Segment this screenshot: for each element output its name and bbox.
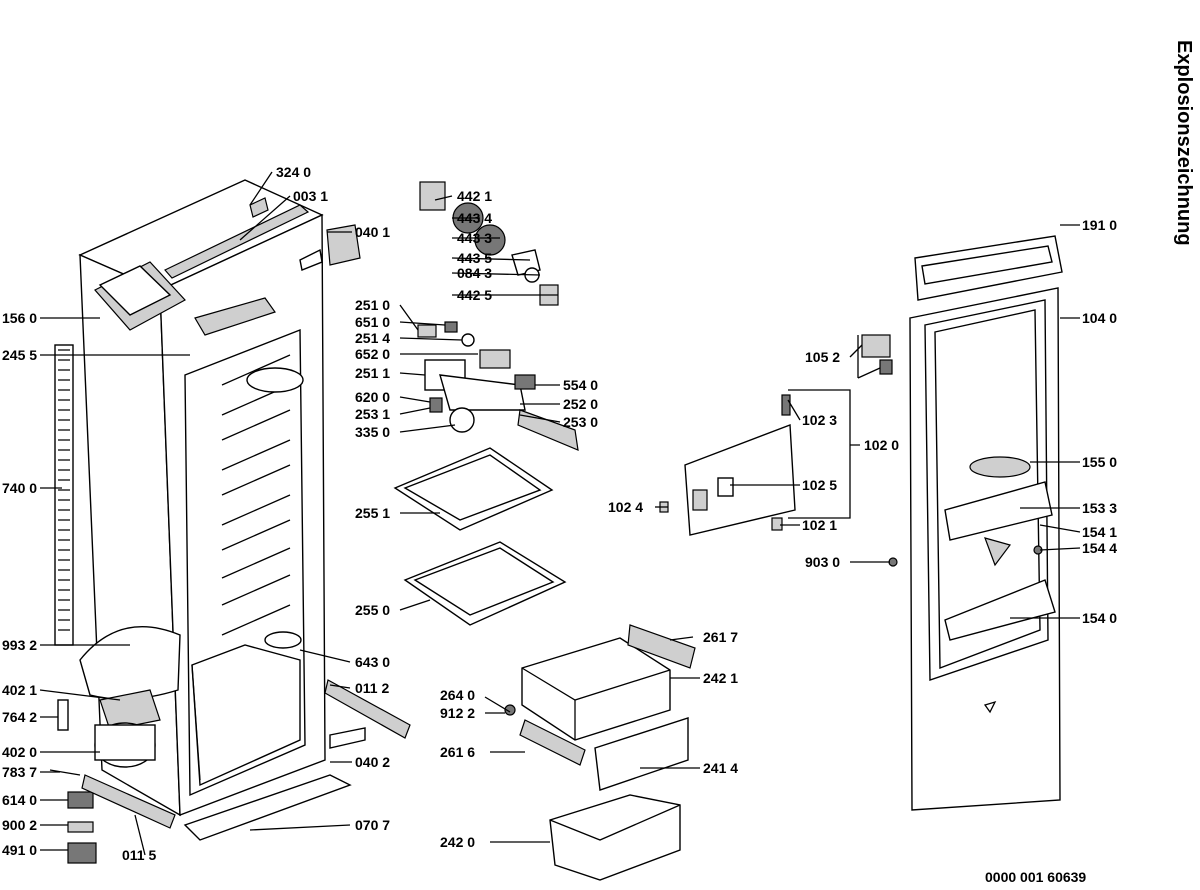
label-153-3: 153 3: [1082, 500, 1117, 516]
leader-lines: [39, 171, 1081, 856]
label-253-0: 253 0: [563, 414, 598, 430]
shelves: [393, 447, 567, 626]
condenser-740: [54, 344, 74, 646]
label-242-0: 242 0: [440, 834, 475, 850]
label-614-0: 614 0: [2, 792, 37, 808]
drawers: [504, 624, 696, 881]
label-102-1: 102 1: [802, 517, 837, 533]
label-255-0: 255 0: [355, 602, 390, 618]
label-443-3: 443 3: [457, 230, 492, 246]
label-102-4: 102 4: [608, 499, 643, 515]
label-252-0: 252 0: [563, 396, 598, 412]
label-491-0: 491 0: [2, 842, 37, 858]
label-040-1: 040 1: [355, 224, 390, 240]
label-105-2: 105 2: [805, 349, 840, 365]
label-104-0: 104 0: [1082, 310, 1117, 326]
label-643-0: 643 0: [355, 654, 390, 670]
label-912-2: 912 2: [440, 705, 475, 721]
label-261-6: 261 6: [440, 744, 475, 760]
label-442-1: 442 1: [457, 188, 492, 204]
label-003-1: 003 1: [293, 188, 328, 204]
label-154-4: 154 4: [1082, 540, 1117, 556]
label-102-3: 102 3: [802, 412, 837, 428]
label-740-0: 740 0: [2, 480, 37, 496]
label-554-0: 554 0: [563, 377, 598, 393]
label-443-4: 443 4: [457, 210, 492, 226]
top-small-parts: [249, 197, 361, 271]
fan-cluster: [417, 181, 579, 451]
label-652-0: 652 0: [355, 346, 390, 362]
main-door: [888, 235, 1063, 811]
label-251-0: 251 0: [355, 297, 390, 313]
label-900-2: 900 2: [2, 817, 37, 833]
label-324-0: 324 0: [276, 164, 311, 180]
label-402-1: 402 1: [2, 682, 37, 698]
label-154-1: 154 1: [1082, 524, 1117, 540]
label-764-2: 764 2: [2, 709, 37, 725]
label-011-5: 011 5: [122, 847, 156, 863]
label-993-2: 993 2: [2, 637, 37, 653]
label-154-0: 154 0: [1082, 610, 1117, 626]
label-253-1: 253 1: [355, 406, 390, 422]
label-241-4: 241 4: [703, 760, 738, 776]
label-040-2: 040 2: [355, 754, 390, 770]
label-903-0: 903 0: [805, 554, 840, 570]
bottom-parts: [183, 679, 411, 841]
label-011-2: 011 2: [355, 680, 389, 696]
label-070-7: 070 7: [355, 817, 390, 833]
label-443-5: 443 5: [457, 250, 492, 266]
label-191-0: 191 0: [1082, 217, 1117, 233]
label-442-5: 442 5: [457, 287, 492, 303]
label-156-0: 156 0: [2, 310, 37, 326]
label-264-0: 264 0: [440, 687, 475, 703]
label-102-0: 102 0: [864, 437, 899, 453]
label-261-7: 261 7: [703, 629, 738, 645]
label-402-0: 402 0: [2, 744, 37, 760]
label-651-0: 651 0: [355, 314, 390, 330]
label-620-0: 620 0: [355, 389, 390, 405]
diagram-title: Explosionszeichnung: [1173, 40, 1195, 246]
label-335-0: 335 0: [355, 424, 390, 440]
door-panel: [659, 334, 893, 536]
label-242-1: 242 1: [703, 670, 738, 686]
label-783-7: 783 7: [2, 764, 37, 780]
label-102-5: 102 5: [802, 477, 837, 493]
label-255-1: 255 1: [355, 505, 390, 521]
label-084-3: 084 3: [457, 265, 492, 281]
label-155-0: 155 0: [1082, 454, 1117, 470]
document-number: 0000 001 60639: [985, 869, 1086, 885]
label-245-5: 245 5: [2, 347, 37, 363]
label-251-1: 251 1: [355, 365, 390, 381]
label-251-4: 251 4: [355, 330, 390, 346]
part-labels: 324 0 003 1 040 1 156 0 245 5 740 0 993 …: [2, 164, 1117, 863]
